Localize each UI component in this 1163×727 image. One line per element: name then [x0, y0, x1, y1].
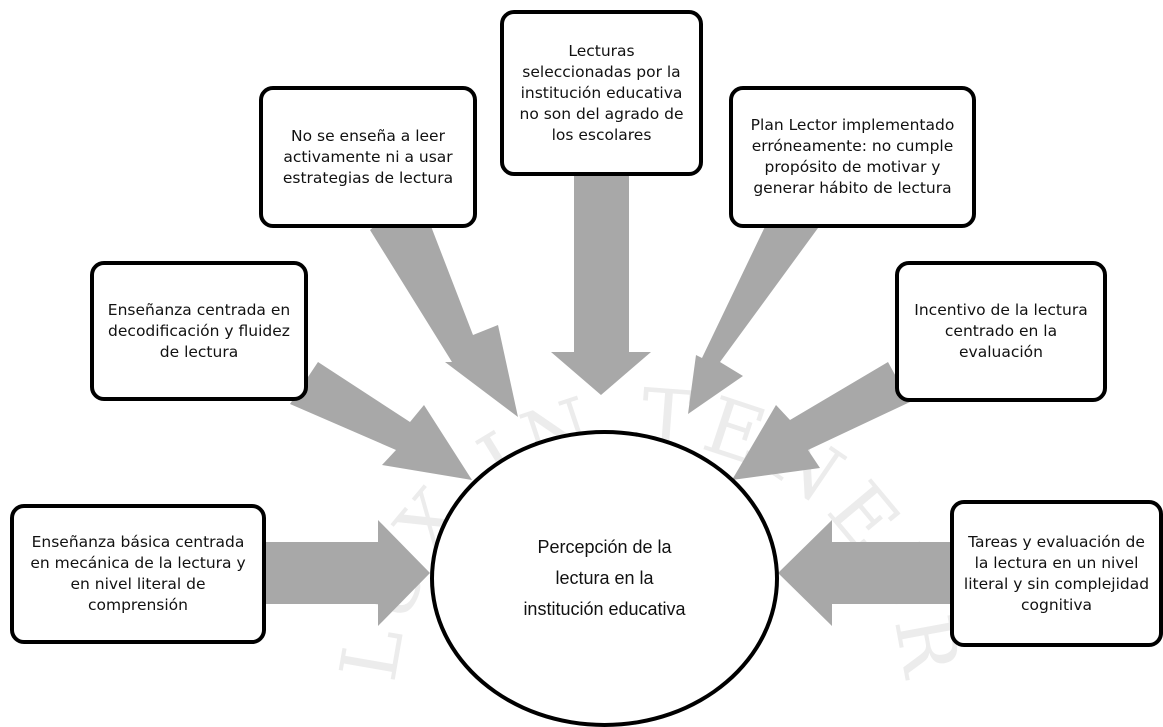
arrow-mid-right	[732, 362, 910, 480]
arrow-top	[551, 175, 651, 395]
arrow-upper-right	[688, 212, 818, 414]
box-reading-incentive: Incentivo de la lectura centrado en la e…	[895, 261, 1107, 402]
box-selected-readings: Lecturas seleccionadas por la institució…	[500, 10, 703, 176]
arrow-right	[778, 520, 950, 626]
box-literal-tasks: Tareas y evaluación de la lectura en un …	[950, 500, 1163, 647]
arrow-left	[262, 520, 430, 626]
box-no-active-reading: No se enseña a leer activamente ni a usa…	[259, 86, 477, 228]
box-decoding-fluency: Enseñanza centrada en decodificación y f…	[90, 261, 308, 401]
arrow-upper-left	[370, 190, 518, 417]
box-basic-mechanics: Enseñanza básica centrada en mecánica de…	[10, 504, 266, 644]
center-circle: Percepción de la lectura en la instituci…	[430, 430, 779, 727]
box-plan-lector: Plan Lector implementado erróneamente: n…	[729, 86, 976, 228]
arrows	[262, 175, 950, 626]
arrow-mid-left	[290, 362, 472, 480]
